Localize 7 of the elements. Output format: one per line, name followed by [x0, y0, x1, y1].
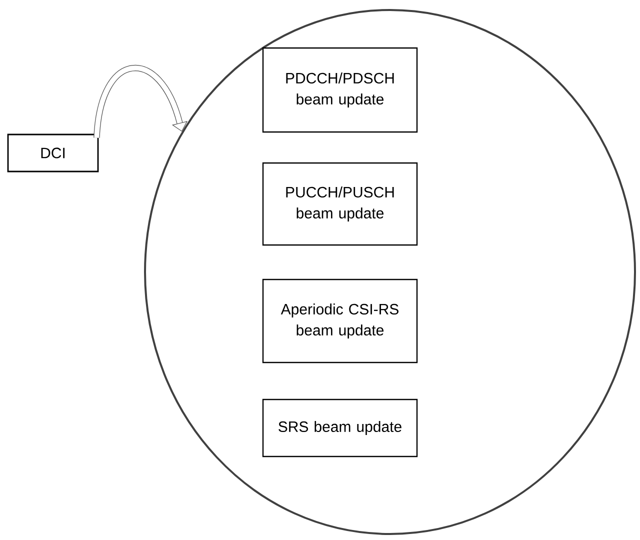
curved-arrow	[94, 65, 188, 138]
beam-update-box: SRS beam update	[262, 398, 418, 458]
beam-update-box: PDCCH/PDSCH beam update	[262, 47, 418, 133]
dci-box: DCI	[7, 134, 99, 172]
ellipse-container	[144, 9, 636, 535]
beam-update-box: PUCCH/PUSCH beam update	[262, 162, 418, 246]
beam-update-box: Aperiodic CSI-RS beam update	[262, 278, 418, 364]
